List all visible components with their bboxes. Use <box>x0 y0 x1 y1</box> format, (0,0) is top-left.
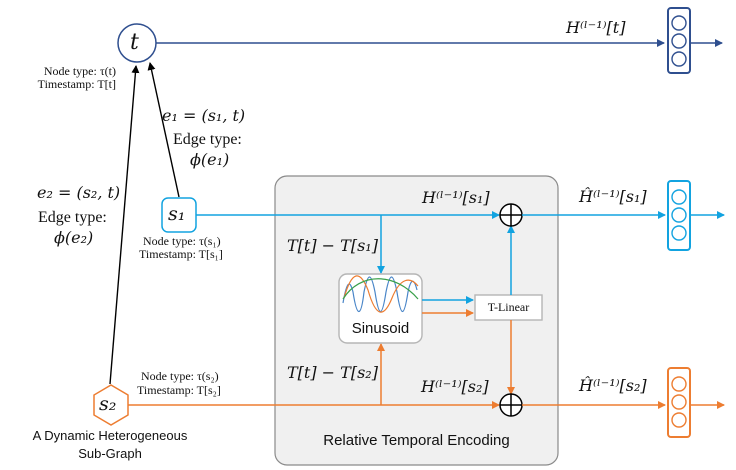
node-s2-type: Node type: τ(s₂) <box>141 369 219 383</box>
t-linear-module <box>474 294 543 321</box>
node-s1-timestamp: Timestamp: T[s₁] <box>139 247 223 261</box>
edge-e1-definition: e₁ = (s₁, t) <box>162 106 246 125</box>
edge-e1-type-label: Edge type: <box>173 131 242 148</box>
edge-e1-type-value: ϕ(e₁) <box>190 150 230 169</box>
edge-e2-definition: e₂ = (s₂, t) <box>37 183 121 202</box>
label-h-t: H⁽ˡ⁻¹⁾[t] <box>566 18 626 37</box>
caption-line-1: A Dynamic Heterogeneous <box>32 428 188 443</box>
add-operator-s1 <box>499 203 523 227</box>
add-operator-s2 <box>499 393 523 417</box>
label-hhat-s2: Ĥ⁽ˡ⁻¹⁾[s₂] <box>579 376 647 395</box>
edge-e2-type-value: ϕ(e₂) <box>54 228 94 247</box>
output-vector-s2 <box>667 367 691 438</box>
sine-wave-orange <box>343 275 419 313</box>
edge-e2 <box>109 65 140 385</box>
sinusoid-label: Sinusoid <box>351 320 410 337</box>
sine-wave-green <box>342 278 419 300</box>
node-t-type: Node type: τ(t) <box>43 64 116 78</box>
node-t-timestamp: Timestamp: T[t] <box>37 77 116 91</box>
label-h-s1: H⁽ˡ⁻¹⁾[s₁] <box>422 188 490 207</box>
vector-unit <box>671 51 687 67</box>
t-linear-label: T-Linear <box>487 300 530 314</box>
label-delta-t-s2: T[t] − T[s₂] <box>287 363 378 382</box>
vector-unit <box>671 225 687 241</box>
rte-panel-title: Relative Temporal Encoding <box>323 432 510 449</box>
sinusoid-module <box>338 273 423 344</box>
output-vector-t <box>667 7 691 74</box>
label-h-s2: H⁽ˡ⁻¹⁾[s₂] <box>421 377 489 396</box>
vector-unit <box>671 394 687 410</box>
edge-e1 <box>147 62 180 198</box>
vector-unit <box>671 15 687 31</box>
vector-unit <box>671 189 687 205</box>
vector-unit <box>671 376 687 392</box>
node-s1-type: Node type: τ(s₁) <box>143 234 221 248</box>
node-s1-symbol: s₁ <box>168 203 186 225</box>
label-hhat-s1: Ĥ⁽ˡ⁻¹⁾[s₁] <box>579 187 647 206</box>
vector-unit <box>671 33 687 49</box>
vector-unit <box>671 412 687 428</box>
edge-e2-type-label: Edge type: <box>38 209 107 226</box>
node-s2[interactable] <box>93 384 129 426</box>
vector-unit <box>671 207 687 223</box>
node-s2-symbol: s₂ <box>99 393 117 415</box>
node-t-symbol: t <box>130 30 139 55</box>
label-delta-t-s1: T[t] − T[s₁] <box>287 236 378 255</box>
caption-line-2: Sub-Graph <box>78 446 142 461</box>
node-s2-timestamp: Timestamp: T[s₂] <box>137 383 221 397</box>
